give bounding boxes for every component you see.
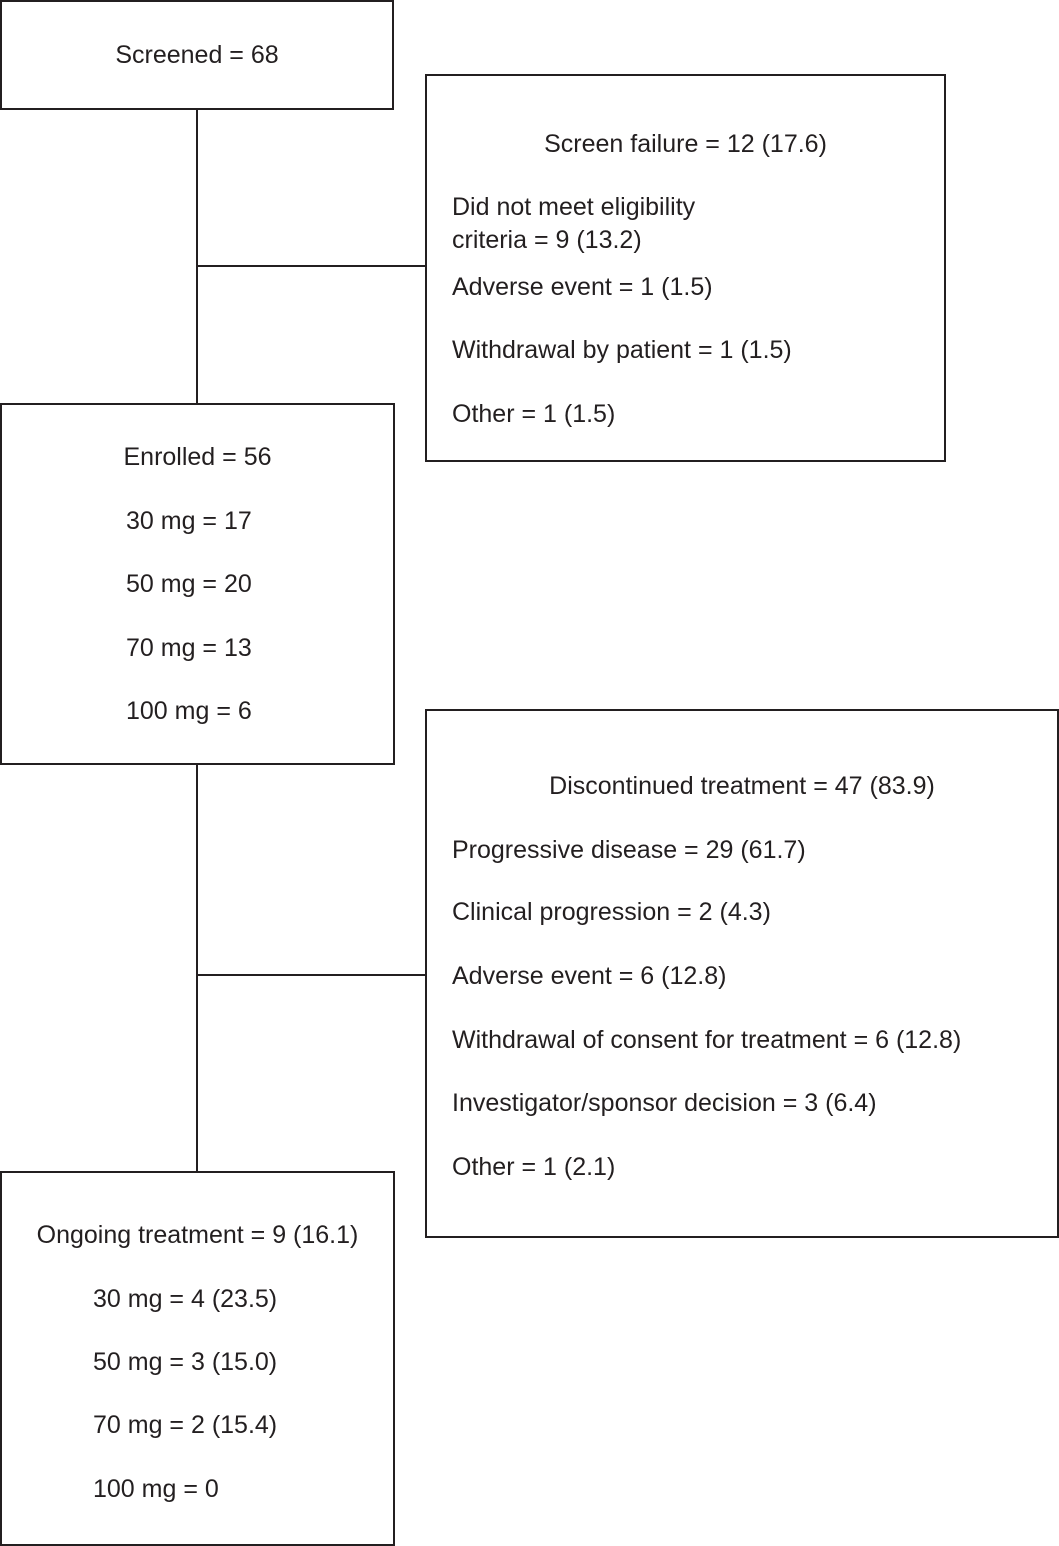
screen-failure-item: Did not meet eligibility — [452, 193, 696, 221]
discontinued-reason-item: Other = 1 (2.1) — [452, 1153, 616, 1181]
ongoing-dose-item: 50 mg = 3 (15.0) — [93, 1348, 278, 1376]
screen-failure-title: Screen failure = 12 (17.6) — [544, 130, 827, 158]
discontinued-reason-item: Progressive disease = 29 (61.7) — [452, 836, 806, 864]
enrolled-dose-item: 100 mg = 6 — [126, 697, 252, 725]
enrolled-dose-item: 30 mg = 17 — [126, 507, 252, 535]
screen-failure-item: Other = 1 (1.5) — [452, 400, 616, 428]
discontinued-title: Discontinued treatment = 47 (83.9) — [549, 772, 935, 800]
connector-screened-to-enrolled — [196, 109, 198, 404]
ongoing-dose-item: 70 mg = 2 (15.4) — [93, 1411, 278, 1439]
screen-failure-item: Withdrawal by patient = 1 (1.5) — [452, 336, 792, 364]
ongoing-dose-item: 30 mg = 4 (23.5) — [93, 1285, 278, 1313]
connector-to-screen-failure — [196, 265, 426, 267]
screen-failure-item: Adverse event = 1 (1.5) — [452, 273, 713, 301]
connector-enrolled-to-ongoing — [196, 764, 198, 1172]
screen-failure-box — [425, 74, 946, 462]
screened-box — [0, 0, 394, 110]
ongoing-dose-item: 100 mg = 0 — [93, 1475, 219, 1503]
discontinued-reason-item: Withdrawal of consent for treatment = 6 … — [452, 1026, 962, 1054]
ongoing-title: Ongoing treatment = 9 (16.1) — [36, 1221, 359, 1249]
connector-to-discontinued — [196, 974, 426, 976]
enrolled-title: Enrolled = 56 — [123, 443, 272, 471]
discontinued-reason-item: Investigator/sponsor decision = 3 (6.4) — [452, 1089, 877, 1117]
enrolled-box — [0, 403, 395, 765]
screen-failure-item: criteria = 9 (13.2) — [452, 226, 642, 254]
enrolled-dose-item: 50 mg = 20 — [126, 570, 252, 598]
discontinued-reason-item: Adverse event = 6 (12.8) — [452, 962, 727, 990]
discontinued-reason-item: Clinical progression = 2 (4.3) — [452, 898, 771, 926]
discontinued-box — [425, 709, 1059, 1238]
enrolled-dose-item: 70 mg = 13 — [126, 634, 252, 662]
screened-label: Screened = 68 — [115, 41, 279, 69]
ongoing-box — [0, 1171, 395, 1546]
